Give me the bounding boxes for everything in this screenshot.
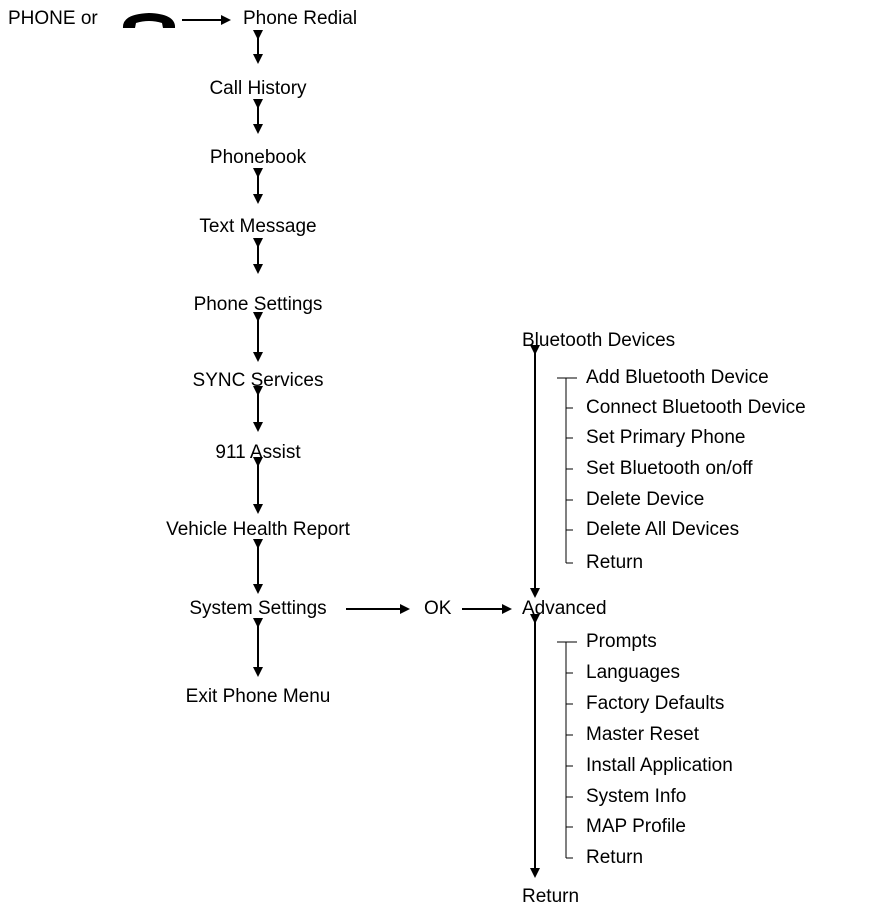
bluetooth-item: Set Primary Phone — [586, 427, 746, 448]
bluetooth-item: Connect Bluetooth Device — [586, 397, 806, 418]
menu-item-exit-phone-menu: Exit Phone Menu — [185, 686, 331, 707]
advanced-item: Return — [586, 847, 644, 868]
advanced-item: Install Application — [586, 755, 733, 776]
bluetooth-items-bracket — [557, 377, 577, 564]
advanced-item: System Info — [586, 786, 687, 807]
phone-button-label: PHONE or — [8, 8, 98, 29]
advanced-item: Prompts — [586, 631, 657, 652]
advanced-items-bracket — [557, 641, 577, 859]
advanced-item: Languages — [586, 662, 681, 683]
advanced-item: MAP Profile — [586, 816, 686, 837]
menu-item-vehicle-health-report: Vehicle Health Report — [166, 519, 350, 540]
bluetooth-item: Delete All Devices — [586, 519, 740, 540]
bluetooth-item: Add Bluetooth Device — [586, 367, 769, 388]
advanced-item: Master Reset — [586, 724, 699, 745]
bluetooth-item: Set Bluetooth on/off — [586, 458, 753, 479]
return-label: Return — [522, 886, 580, 907]
advanced-item: Factory Defaults — [586, 693, 725, 714]
phone-handset-icon — [122, 13, 176, 28]
menu-item-phone-redial: Phone Redial — [243, 8, 358, 29]
menu-item-call-history: Call History — [209, 78, 307, 99]
menu-item-system-settings: System Settings — [189, 598, 327, 619]
menu-item-text-message: Text Message — [199, 216, 317, 237]
menu-item-sync-services: SYNC Services — [192, 370, 324, 391]
ok-label: OK — [424, 598, 452, 619]
menu-item-phone-settings: Phone Settings — [193, 294, 323, 315]
bluetooth-item: Delete Device — [586, 489, 705, 510]
bluetooth-devices-label: Bluetooth Devices — [522, 330, 676, 351]
menu-item-phonebook: Phonebook — [209, 147, 307, 168]
menu-item-911-assist: 911 Assist — [215, 442, 301, 463]
bluetooth-item: Return — [586, 552, 644, 573]
advanced-label: Advanced — [522, 598, 607, 619]
